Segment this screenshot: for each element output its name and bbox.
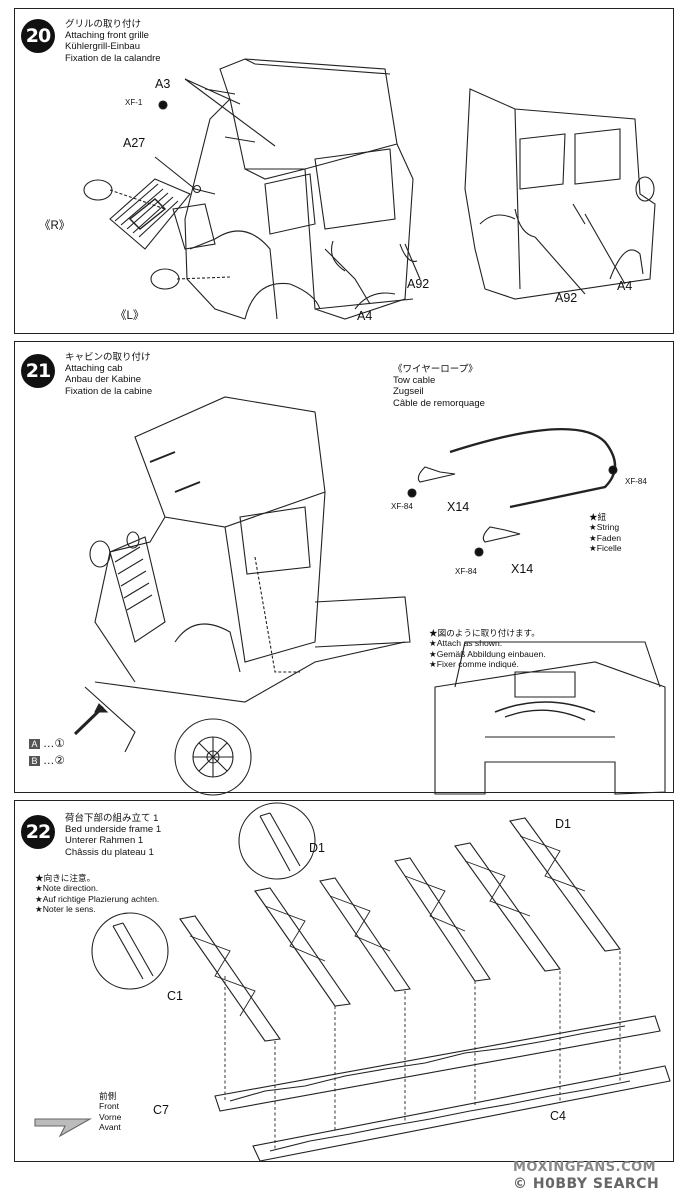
front-de: Vorne bbox=[99, 1111, 122, 1122]
label-x14-top: X14 bbox=[447, 500, 470, 514]
legend-a: A…① bbox=[29, 736, 65, 750]
front-fr: Avant bbox=[99, 1122, 121, 1133]
step-number: 22 bbox=[21, 815, 55, 849]
step-title: キャビンの取り付け Attaching cab Anbau der Kabine… bbox=[65, 352, 152, 397]
title-ja: グリルの取り付け bbox=[65, 19, 142, 30]
direction-note-de: ★Auf richtige Plazierung achten. bbox=[35, 893, 160, 904]
tow-cable-de: Zugseil bbox=[393, 386, 424, 398]
watermark-line2: © H0BBY SEARCH bbox=[513, 1176, 660, 1192]
title-en: Attaching cab bbox=[65, 363, 123, 375]
legend-box-a: A bbox=[29, 739, 40, 749]
label-d1-right: D1 bbox=[555, 817, 571, 831]
step-number: 21 bbox=[21, 354, 55, 388]
title-en: Bed underside frame 1 bbox=[65, 824, 162, 836]
front-direction-label: 前側 Front Vorne Avant bbox=[99, 1091, 121, 1133]
string-note-de: ★Faden bbox=[589, 532, 622, 543]
label-a4-left: A4 bbox=[357, 309, 373, 323]
tow-cable-title: 《ワイヤーロープ》 Tow cable Zugseil Câble de rem… bbox=[393, 364, 485, 409]
watermark-line1: MOXINGFANS.COM bbox=[513, 1160, 657, 1175]
label-a92-right: A92 bbox=[555, 291, 578, 305]
direction-note-en: ★Note direction. bbox=[35, 883, 99, 894]
string-note: ★紐 ★String ★Faden ★Ficelle bbox=[589, 512, 622, 554]
front-ja: 前側 bbox=[99, 1091, 117, 1101]
label-xf84-left: XF-84 bbox=[391, 502, 413, 511]
attach-note-ja: ★図のように取り付けます。 bbox=[429, 628, 540, 638]
label-xf84-bottom: XF-84 bbox=[455, 567, 477, 576]
grille-assembly-drawing bbox=[83, 58, 656, 320]
label-a3: A3 bbox=[155, 77, 171, 91]
title-de: Unterer Rahmen 1 bbox=[65, 835, 144, 847]
label-a4-right: A4 bbox=[617, 279, 633, 293]
title-fr: Fixation de la cabine bbox=[65, 385, 153, 397]
front-en: Front bbox=[99, 1101, 120, 1112]
title-en: Attaching front grille bbox=[65, 30, 149, 42]
direction-note-fr: ★Noter le sens. bbox=[35, 904, 96, 915]
legend-b: B…② bbox=[29, 753, 65, 767]
label-a92-left: A92 bbox=[407, 277, 430, 291]
title-de: Kühlergrill-Einbau bbox=[65, 41, 140, 53]
legend-text-b: …② bbox=[43, 755, 65, 767]
step-title: グリルの取り付け Attaching front grille Kühlergr… bbox=[65, 19, 161, 64]
label-c7: C7 bbox=[153, 1103, 169, 1117]
step-21-panel: 21 キャビンの取り付け Attaching cab Anbau der Kab… bbox=[14, 341, 674, 796]
legend-box-b: B bbox=[29, 756, 40, 766]
direction-note: ★向きに注意。 ★Note direction. ★Auf richtige P… bbox=[35, 873, 159, 915]
tow-cable-en: Tow cable bbox=[393, 375, 436, 387]
tow-cable-ja: 《ワイヤーロープ》 bbox=[393, 364, 478, 375]
title-ja: キャビンの取り付け bbox=[65, 352, 151, 363]
label-c4: C4 bbox=[550, 1109, 566, 1123]
step-title: 荷台下部の組み立て 1 Bed underside frame 1 Untere… bbox=[65, 813, 161, 858]
label-d1-left: D1 bbox=[309, 841, 325, 855]
label-r: 《R》 bbox=[39, 220, 71, 232]
title-de: Anbau der Kabine bbox=[65, 374, 142, 386]
string-note-ja: ★紐 bbox=[589, 512, 607, 522]
label-xf1: XF-1 bbox=[125, 98, 143, 107]
title-fr: Châssis du plateau 1 bbox=[65, 846, 154, 858]
step-22-panel: 22 荷台下部の組み立て 1 Bed underside frame 1 Unt… bbox=[14, 800, 674, 1162]
bed-frame-drawing bbox=[34, 802, 671, 1162]
title-fr: Fixation de la calandre bbox=[65, 52, 161, 64]
label-l: 《L》 bbox=[115, 310, 145, 322]
label-xf84-right: XF-84 bbox=[625, 477, 647, 486]
attach-note-en: ★Attach as shown. bbox=[429, 638, 503, 649]
direction-note-ja: ★向きに注意。 bbox=[35, 873, 96, 883]
label-x14-bottom: X14 bbox=[511, 562, 534, 576]
label-c1: C1 bbox=[167, 989, 183, 1003]
string-note-fr: ★Ficelle bbox=[589, 543, 622, 554]
step-20-panel: 20 グリルの取り付け Attaching front grille Kühle… bbox=[14, 8, 674, 334]
attach-note-de: ★Gemäß Abbildung einbauen. bbox=[429, 648, 546, 659]
attach-note: ★図のように取り付けます。 ★Attach as shown. ★Gemäß A… bbox=[429, 628, 546, 670]
tow-cable-fr: Câble de remorquage bbox=[393, 397, 485, 409]
title-ja: 荷台下部の組み立て 1 bbox=[65, 813, 159, 824]
step-number: 20 bbox=[21, 19, 55, 53]
label-a27: A27 bbox=[123, 136, 146, 150]
cab-assembly-drawing bbox=[73, 396, 666, 796]
attach-note-fr: ★Fixer comme indiqué. bbox=[429, 659, 519, 670]
legend-text-a: …① bbox=[43, 738, 65, 750]
string-note-en: ★String bbox=[589, 522, 620, 533]
